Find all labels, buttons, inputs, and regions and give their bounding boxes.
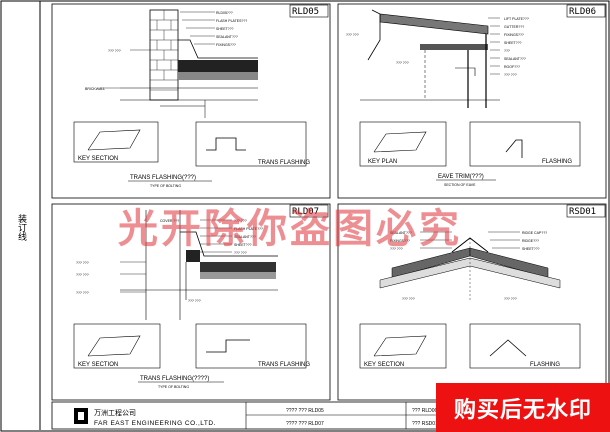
- svg-text:SEALANT???: SEALANT???: [390, 231, 412, 235]
- rld05-key-box: [73, 121, 159, 163]
- rld06-title: EAVE TRIM(???): [438, 174, 484, 180]
- svg-text:FIXINGS???: FIXINGS???: [390, 239, 410, 243]
- svg-text:COVER ???: COVER ???: [160, 219, 179, 223]
- code-box-rld06: [566, 4, 606, 18]
- rsd01-key-box: [359, 323, 447, 369]
- code-box-rsd01: [566, 204, 606, 218]
- svg-text:??? ???: ??? ???: [346, 33, 359, 37]
- watermark-text: 光开除你盗图必究: [118, 205, 462, 252]
- rld07-key-box: [73, 323, 161, 369]
- svg-text:??? ???: ??? ???: [390, 247, 403, 251]
- code-rld05: RLD05: [292, 7, 319, 17]
- rld06-section-drawing: LIFT PLATE??? GUTTER??? FIXINGS??? SHEET…: [346, 9, 529, 108]
- rld05-detail-label: TRANS FLASHING: [258, 160, 310, 166]
- rsd01-section-drawing: RIDGE CAP??? RIDGE??? SHEET??? SEALANT??…: [379, 231, 561, 301]
- svg-text:SHEET???: SHEET???: [522, 247, 540, 251]
- svg-text:LIFT PLATE???: LIFT PLATE???: [504, 17, 529, 21]
- svg-text:FLASH PLATE???: FLASH PLATE???: [234, 227, 263, 231]
- rld07-key-label: KEY SECTION: [78, 362, 118, 368]
- binding-label: 装订线: [17, 213, 27, 241]
- svg-text:SHEET???: SHEET???: [216, 27, 234, 31]
- svg-text:??? ???: ??? ???: [402, 297, 415, 301]
- code-rld06: RLD06: [569, 7, 596, 17]
- rld06-detail-box: [469, 121, 581, 167]
- company-name-en: FAR EAST ENGINEERING CO.,LTD.: [94, 420, 216, 427]
- code-rld07: RLD07: [292, 207, 319, 217]
- rld05-section-drawing: RLD05??? FLASH PLATES??? SHEET??? SEALAN…: [85, 9, 258, 118]
- rld06-key-label: KEY PLAN: [368, 159, 397, 165]
- rsd01-detail-label: FLASHING: [530, 362, 560, 368]
- svg-text:??? ???: ??? ???: [76, 261, 89, 265]
- svg-text:FIXINGS???: FIXINGS???: [504, 33, 524, 37]
- rld05-key-label: KEY SECTION: [78, 156, 118, 162]
- panel-rld07-frame: [51, 203, 331, 401]
- svg-text:??? ???: ??? ???: [234, 251, 247, 255]
- rld07-detail-box: [195, 323, 307, 369]
- rld05-title: TRANS FLASHING(???): [130, 175, 196, 181]
- svg-text:SHEET???: SHEET???: [234, 243, 252, 247]
- svg-text:??? ???: ??? ???: [504, 297, 517, 301]
- rsd01-detail-box: [469, 323, 581, 369]
- svg-text:??? ???: ??? ???: [396, 61, 409, 65]
- svg-text:RLD05???: RLD05???: [216, 11, 233, 15]
- svg-text:??? ???: ??? ???: [108, 49, 121, 53]
- title-cell-2: ???? ??? RLD07: [286, 421, 324, 427]
- rld06-key-box: [359, 121, 447, 167]
- rld06-detail-label: FLASHING: [542, 159, 572, 165]
- rsd01-key-label: KEY SECTION: [364, 362, 404, 368]
- svg-text:FLASH PLATES???: FLASH PLATES???: [216, 19, 247, 23]
- svg-text:RIDGE???: RIDGE???: [522, 239, 539, 243]
- code-rsd01: RSD01: [569, 207, 596, 217]
- svg-text:??? ???: ??? ???: [188, 299, 201, 303]
- code-box-rld05: [289, 4, 329, 18]
- rld07-detail-label: TRANS FLASHING: [258, 362, 310, 368]
- no-watermark-badge[interactable]: 购买后无水印: [436, 383, 610, 432]
- svg-text:??? ???: ??? ???: [504, 73, 517, 77]
- svg-text:??? ???: ??? ???: [234, 219, 247, 223]
- svg-text:RIDGE CAP???: RIDGE CAP???: [522, 231, 547, 235]
- svg-text:SEALANT???: SEALANT???: [216, 35, 238, 39]
- svg-text:ROOF???: ROOF???: [504, 65, 520, 69]
- rld05-detail-box: [195, 121, 307, 167]
- svg-text:SEALANT???: SEALANT???: [504, 57, 526, 61]
- rld07-subtitle: TYPE OF BOLTING: [158, 385, 189, 389]
- title-cell-4: ??? RSD01: [412, 421, 438, 427]
- panel-rld06-frame: [337, 3, 607, 199]
- rld07-title: TRANS FLASHING(????): [140, 376, 209, 382]
- svg-text:??? ???: ??? ???: [76, 291, 89, 295]
- svg-text:???: ???: [504, 49, 510, 53]
- rld06-subtitle: SECTION OF EAVE: [444, 183, 476, 187]
- title-cell-3: ??? RLD06: [412, 408, 438, 414]
- title-cell-1: ???? ??? RLD05: [286, 408, 324, 414]
- svg-text:SHEET???: SHEET???: [504, 41, 522, 45]
- svg-text:GUTTER???: GUTTER???: [504, 25, 524, 29]
- rld05-subtitle: TYPE OF BOLTING: [150, 184, 181, 188]
- rld07-section-drawing: COVER ??? ??? ??? FLASH PLATE??? SEALANT…: [76, 210, 278, 320]
- svg-text:FIXINGS???: FIXINGS???: [216, 43, 236, 47]
- code-box-rld07: [289, 204, 329, 218]
- panel-rld05-frame: [51, 3, 331, 199]
- company-name-cn: 万洲工程公司: [94, 408, 136, 417]
- svg-text:??? ???: ??? ???: [76, 273, 89, 277]
- svg-text:SEALANT???: SEALANT???: [234, 235, 256, 239]
- svg-text:BRICKWALL: BRICKWALL: [85, 87, 105, 91]
